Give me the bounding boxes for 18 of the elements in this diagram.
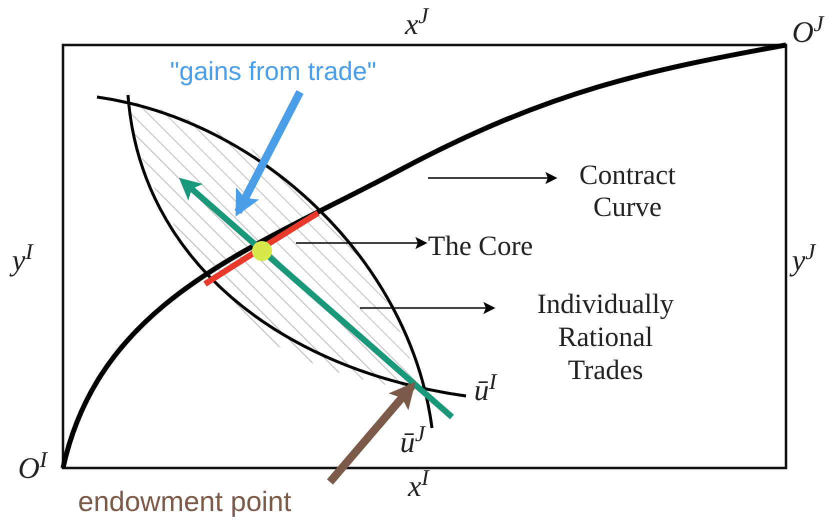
axis-label: ū$^{I}$ [474, 374, 496, 408]
axis-label: x$^{J}$ [405, 8, 428, 42]
axis-label: ū$^{J}$ [400, 426, 425, 460]
arrow [234, 90, 304, 217]
diagram-text: Contract Curve [555, 160, 700, 224]
axis-label: x$^{I}$ [408, 470, 429, 504]
diagram-text: The Core [428, 226, 533, 268]
diagram-text: endowment point [78, 484, 292, 520]
axis-label: O$^{J}$ [792, 16, 824, 50]
diagram-text: Individually Rational Trades [528, 288, 683, 387]
leader-arrow [296, 237, 428, 249]
arrow [326, 382, 416, 485]
diagram-text: "gains from trade" [170, 52, 376, 91]
axis-label: y$^{J}$ [792, 244, 816, 278]
axis-label: O$^{I}$ [18, 452, 48, 486]
leader-arrow [360, 302, 496, 314]
leader-arrow [428, 172, 558, 184]
axis-label: y$^{I}$ [12, 244, 33, 278]
